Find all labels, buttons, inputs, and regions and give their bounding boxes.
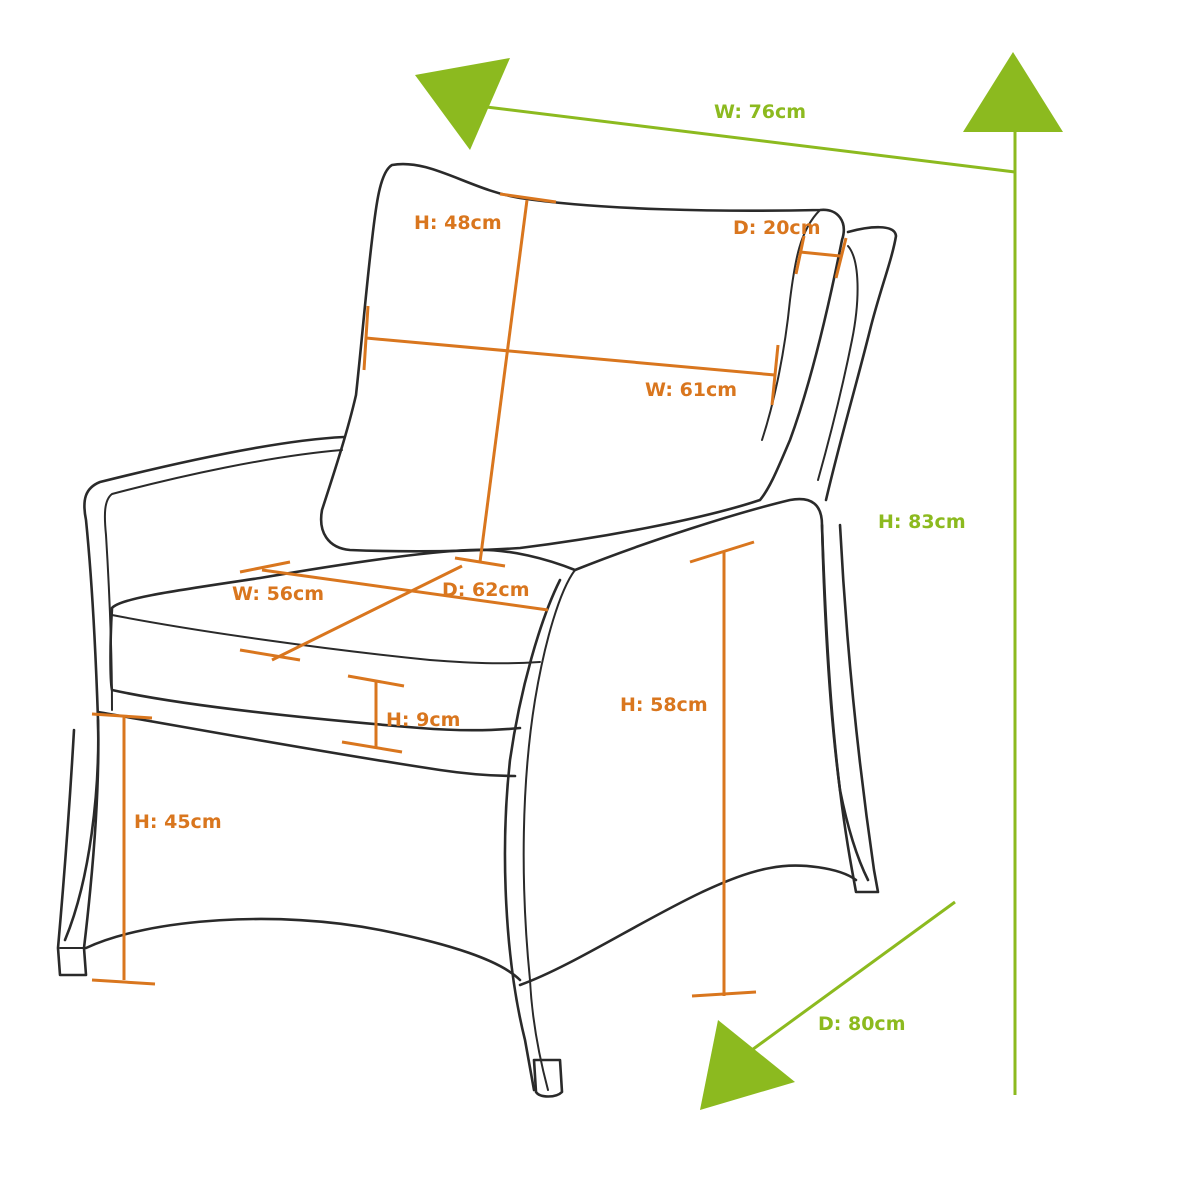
seat-cushion-front-edge <box>111 614 541 665</box>
right-arm-inner <box>522 569 576 1091</box>
dim-tick-back-height-bottom <box>454 556 506 568</box>
dim-tick-arm-bottom <box>691 990 757 998</box>
overall-width-label: W: 76cm <box>714 101 806 123</box>
chair-outline <box>56 162 898 1098</box>
left-leg <box>56 718 100 977</box>
dim-tick-back-depth-left <box>794 235 806 275</box>
dim-tick-seat-width-left <box>239 560 291 574</box>
overall-depth-arrowhead <box>700 1020 795 1110</box>
seat-cushion-front <box>109 606 522 732</box>
overall-dimension-lines <box>415 52 1063 1110</box>
dim-line-seat-width <box>261 568 549 612</box>
left-arm-inner <box>103 449 343 711</box>
seat-cushion-depth-label: D: 62cm <box>442 579 530 601</box>
overall-height-label: H: 83cm <box>878 511 966 533</box>
back-cushion-outline <box>319 162 845 553</box>
front-right-foot <box>532 1058 564 1098</box>
back-frame-right <box>824 225 898 502</box>
back-cushion-side <box>761 209 821 441</box>
dim-line-back-depth <box>799 250 841 258</box>
overall-depth-line <box>744 900 956 1057</box>
dimension-labels: W: 76cm H: 83cm D: 80cm H: 48cm D: 20cm … <box>134 101 966 1035</box>
dim-tick-arm-top <box>689 540 755 564</box>
dim-tick-seat-cushion-top <box>347 674 405 688</box>
back-cushion-height-label: H: 48cm <box>414 212 502 234</box>
dim-tick-seat-cushion-bottom <box>341 740 403 754</box>
seat-cushion-width-label: W: 56cm <box>232 583 324 605</box>
inner-dimension-lines <box>91 192 848 998</box>
dim-tick-seat-height-bottom <box>91 978 156 986</box>
overall-depth-label: D: 80cm <box>818 1013 906 1035</box>
dim-tick-back-depth-right <box>834 237 848 279</box>
overall-width-line <box>469 103 1016 174</box>
dim-tick-seat-height-top <box>91 712 153 720</box>
arm-height-label: H: 58cm <box>620 694 708 716</box>
seat-cushion-height-label: H: 9cm <box>386 709 460 731</box>
dim-tick-back-width-left <box>362 305 370 371</box>
dim-line-back-height <box>478 199 529 563</box>
dim-line-back-width <box>365 336 776 377</box>
front-arch <box>84 917 522 982</box>
seat-height-label: H: 45cm <box>134 811 222 833</box>
seat-cushion-top <box>110 548 577 610</box>
overall-width-arrowhead <box>415 58 510 150</box>
right-arm-front <box>503 578 562 1092</box>
back-cushion-depth-label: D: 20cm <box>733 217 821 239</box>
dim-tick-seat-depth-front <box>239 648 301 662</box>
back-frame-right-inner <box>817 245 859 481</box>
back-cushion-width-label: W: 61cm <box>645 379 737 401</box>
overall-height-arrowhead <box>963 52 1063 132</box>
dim-line-seat-depth <box>271 564 463 662</box>
seat-frame <box>96 710 517 778</box>
rear-arch <box>518 864 858 987</box>
dim-tick-back-width-right <box>770 344 780 406</box>
back-right-leg <box>820 523 880 894</box>
dim-tick-back-height-top <box>499 192 557 204</box>
left-arm <box>63 435 346 942</box>
